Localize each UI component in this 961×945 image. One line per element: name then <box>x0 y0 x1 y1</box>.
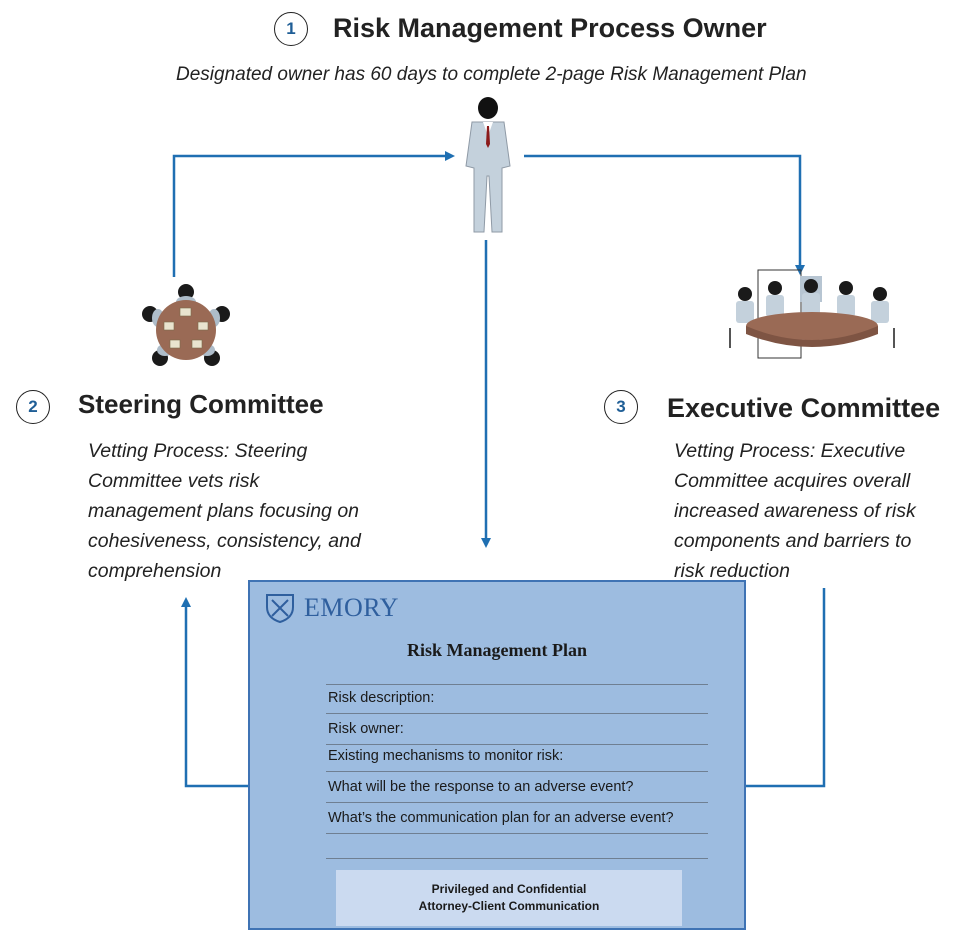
steering-title: Steering Committee <box>78 389 324 419</box>
owner-subtitle: Designated owner has 60 days to complete… <box>176 64 807 85</box>
plan-title: Risk Management Plan <box>407 640 587 660</box>
arrow-owner-to-executive <box>524 154 805 275</box>
executive-title: Executive Committee <box>667 393 941 423</box>
risk-management-plan-document: EMORY Risk Management Plan Risk descript… <box>248 580 746 930</box>
step-number-2: 2 <box>16 390 50 424</box>
field-risk-owner: Risk owner: <box>326 721 708 745</box>
field-risk-description: Risk description: <box>326 690 708 714</box>
field-top-rule <box>326 684 708 685</box>
arrow-plan-to-steering <box>181 597 248 788</box>
confidentiality-notice: Privileged and Confidential Attorney-Cli… <box>336 870 682 926</box>
emory-logo: EMORY <box>264 592 399 624</box>
connector-executive-to-plan <box>746 588 826 788</box>
field-existing-mechanisms: Existing mechanisms to monitor risk: <box>326 748 708 772</box>
owner-title: Risk Management Process Owner <box>333 13 767 43</box>
arrow-steering-to-owner <box>172 151 455 277</box>
round-table-meeting-icon <box>142 284 230 366</box>
boardroom-meeting-icon <box>729 269 895 359</box>
executive-description: Vetting Process: Executive Committee acq… <box>674 440 916 582</box>
step-number-1: 1 <box>274 12 308 46</box>
field-adverse-event-response: What will be the response to an adverse … <box>326 779 708 803</box>
emory-wordmark: EMORY <box>304 593 399 622</box>
field-bottom-rule <box>326 858 708 859</box>
emory-shield-icon <box>266 594 294 624</box>
businessman-icon <box>465 97 511 233</box>
field-communication-plan: What’s the communication plan for an adv… <box>326 810 708 834</box>
steering-description: Vetting Process: Steering Committee vets… <box>88 440 361 582</box>
step-number-3: 3 <box>604 390 638 424</box>
